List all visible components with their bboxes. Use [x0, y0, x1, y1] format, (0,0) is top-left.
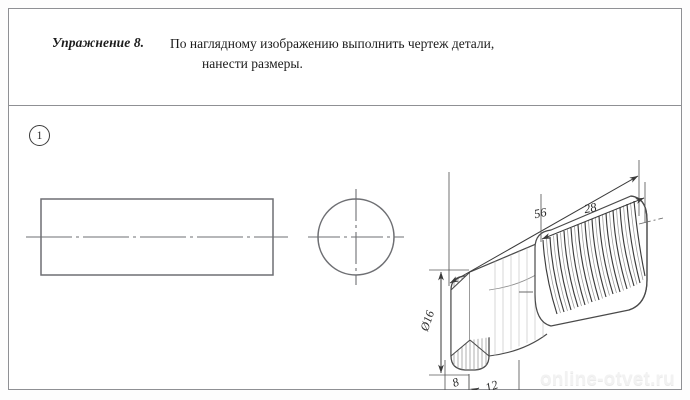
exercise-label: Упражнение 8.: [52, 35, 145, 50]
exercise-header: Упражнение 8. По наглядному изображению …: [8, 8, 682, 106]
pictorial-thread: [534, 195, 664, 327]
dim-text-8: 8: [450, 375, 461, 390]
instruction-line-2: нанести размеры.: [202, 56, 303, 71]
task-block: Упражнение 8. По наглядному изображению …: [52, 34, 642, 71]
shank-bottom-edge: [488, 333, 548, 357]
technical-drawing-svg: 56 28 Ø16: [26, 160, 664, 390]
dim-line-28: [541, 197, 645, 240]
circle-side-view: [308, 189, 404, 285]
head-lower-edge: [469, 339, 490, 357]
item-number-badge: 1: [29, 125, 50, 146]
item-number-text: 1: [36, 129, 43, 142]
dim-text-d16: Ø16: [417, 309, 437, 334]
drawing-stage: 56 28 Ø16: [8, 106, 682, 390]
instruction-line-1: По наглядному изображению выполнить черт…: [170, 36, 495, 51]
dim-text-12: 12: [483, 378, 500, 390]
dimension-head-length: 12: [468, 360, 520, 390]
dimension-thread-length: 28: [540, 182, 646, 242]
dim-text-28: 28: [583, 200, 599, 216]
rectangle-front-view: [26, 198, 288, 276]
isometric-pictorial: 56 28 Ø16: [417, 160, 664, 390]
dimension-diameter: Ø16: [417, 269, 469, 376]
